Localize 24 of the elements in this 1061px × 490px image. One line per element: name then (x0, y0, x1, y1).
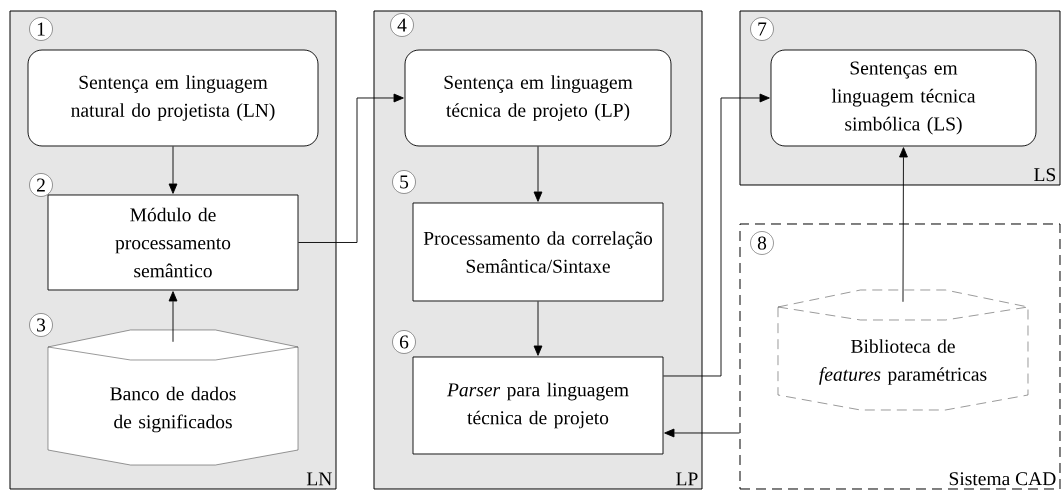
callout-number: 2 (29, 173, 53, 197)
rounded-box: Sentença em linguagem natural do projetista (LN) (27, 49, 319, 147)
callout-number: 1 (29, 17, 53, 41)
process-box: Módulo de processamento semântico (47, 194, 299, 291)
callout-number: 6 (392, 330, 416, 354)
arrow (533, 146, 543, 202)
arrow (168, 146, 178, 194)
database-cylinder: Biblioteca de features paramétricas (777, 289, 1029, 411)
rounded-box: Sentença em linguagem técnica de projeto (LP) (404, 49, 672, 147)
arrow (533, 301, 543, 356)
callout-number: 7 (750, 17, 774, 41)
database-cylinder: Banco de dados de significados (47, 329, 299, 466)
arrow (899, 147, 908, 303)
callout-number: 3 (29, 313, 53, 337)
arrow (168, 291, 178, 343)
process-box: Processamento da correlação Semântica/Sintaxe (412, 202, 664, 302)
process-box: Parser para linguagem técnica de projeto (412, 356, 664, 455)
callout-number: 5 (392, 170, 416, 194)
arrow (663, 93, 770, 377)
arrow (664, 428, 740, 438)
rounded-box: Sentenças em linguagem técnica simbólica (LS) (770, 49, 1037, 147)
callout-number: 8 (750, 231, 774, 255)
callout-number: 4 (390, 13, 414, 37)
arrow (298, 93, 404, 243)
